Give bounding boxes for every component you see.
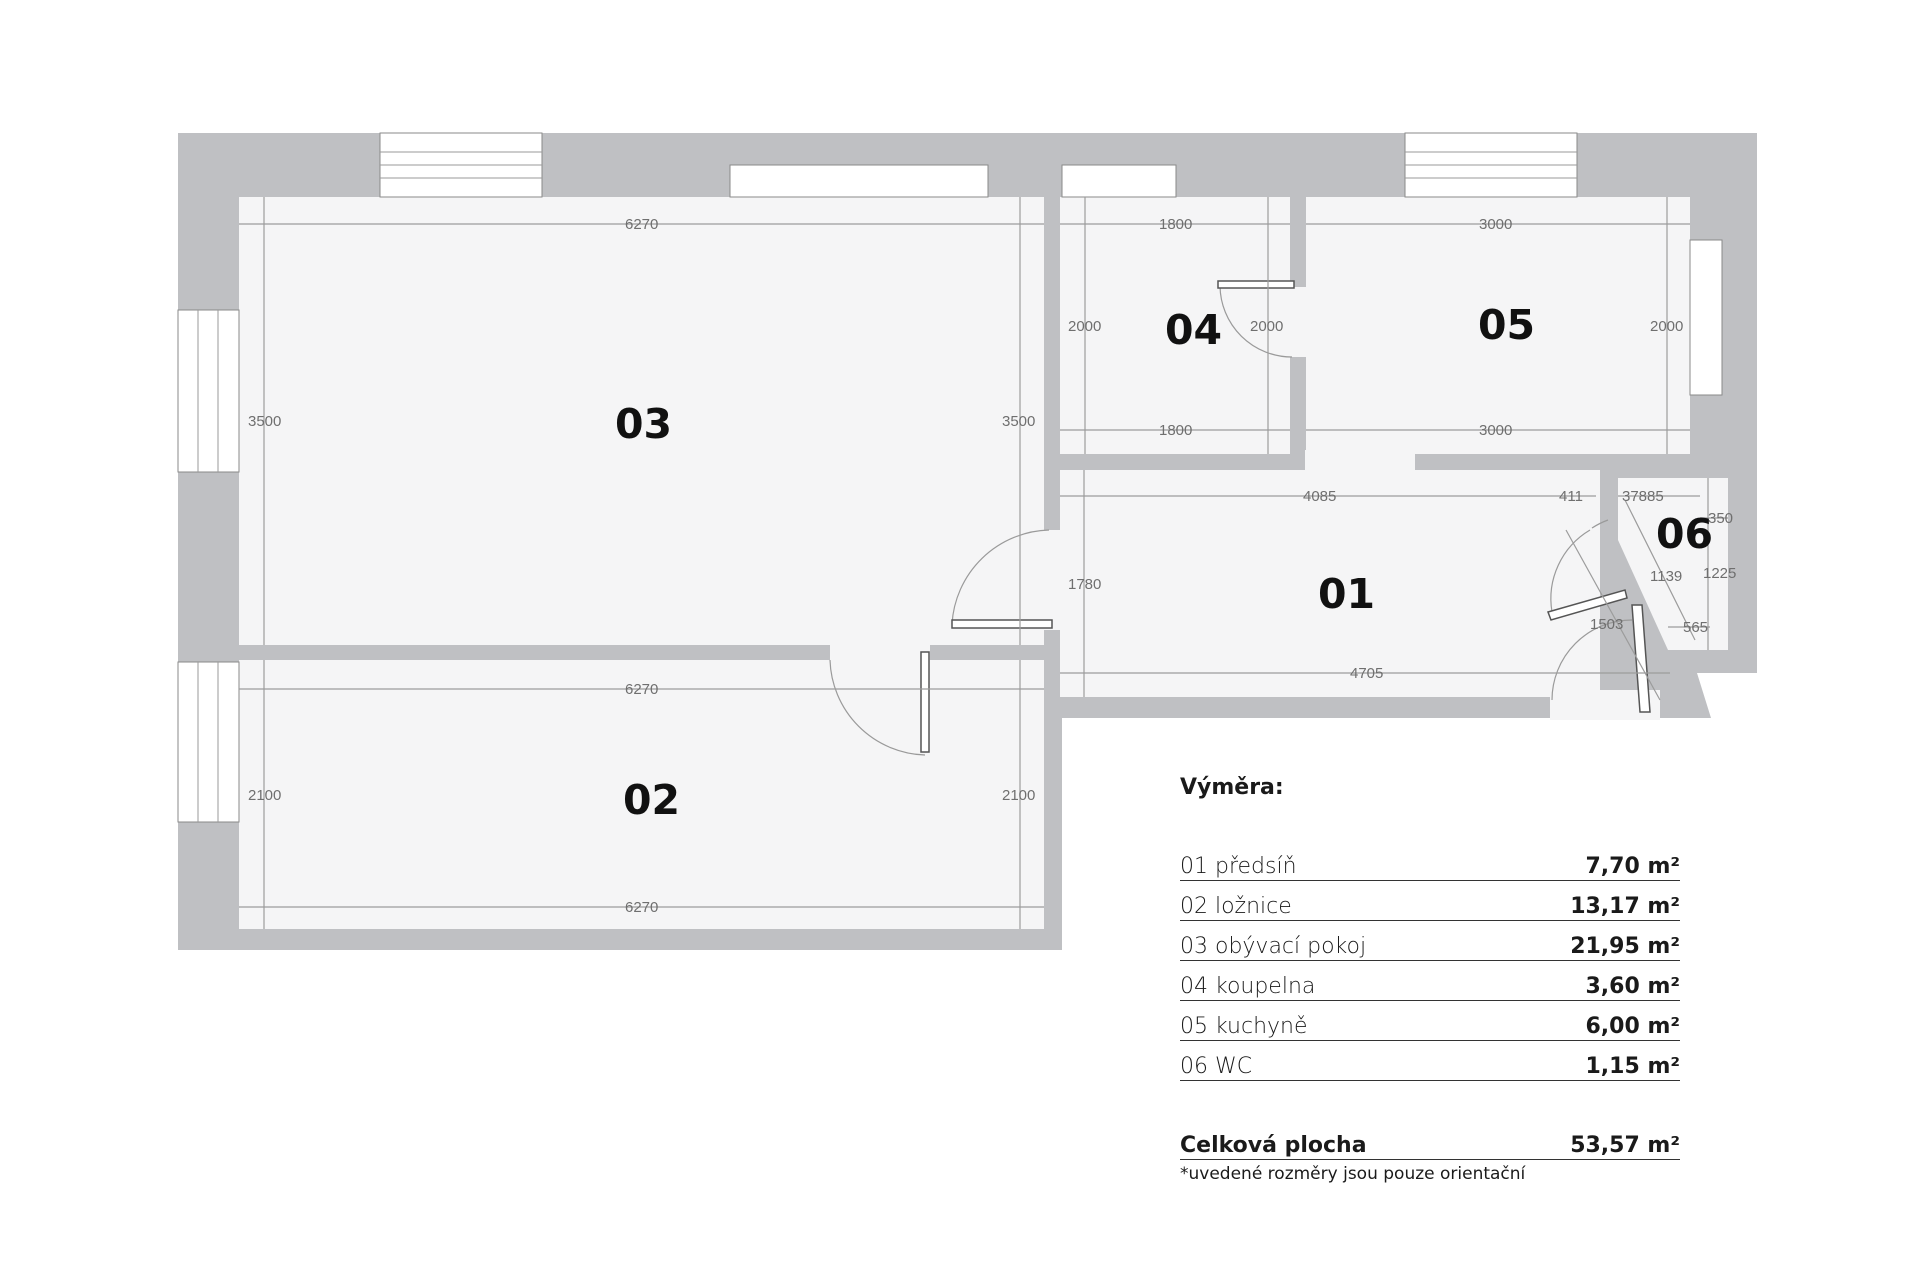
dim-r04-bottom: 1800 (1159, 422, 1192, 439)
dim-r05-bottom: 3000 (1479, 422, 1512, 439)
area-row-value: 1,15 m² (1585, 1054, 1681, 1079)
door-opening-05 (1305, 450, 1415, 474)
door-entry (1631, 604, 1651, 713)
door-02 (920, 651, 930, 753)
area-note: *uvedené rozměry jsou pouze orientační (1180, 1164, 1526, 1184)
door-opening-03 (1040, 530, 1064, 630)
area-row-value: 7,70 m² (1585, 854, 1681, 879)
door-opening-02 (830, 640, 930, 664)
room-02-floor (239, 660, 1044, 929)
dim-r04-left: 2000 (1068, 318, 1101, 335)
area-row-value: 13,17 m² (1570, 894, 1680, 919)
door-arc-04 (1219, 285, 1293, 358)
dim-r01-top2: 411 (1559, 488, 1583, 505)
area-row-label: 03 obývací pokoj (1180, 934, 1367, 959)
windows (177, 132, 1723, 823)
dimension-labels: 6270 3500 3500 6270 6270 2100 2100 1800 … (248, 216, 1736, 916)
dim-r04-top: 1800 (1159, 216, 1192, 233)
door-arc-02 (829, 659, 926, 756)
area-row-value: 3,60 m² (1585, 974, 1681, 999)
window-left-1 (177, 309, 240, 473)
window-right (1689, 239, 1723, 396)
room-label-06: 06 (1656, 510, 1713, 558)
room-06-floor (1618, 478, 1728, 650)
dim-r01-top: 4085 (1303, 488, 1336, 505)
dim-r01-left: 1780 (1068, 576, 1101, 593)
area-row-value: 21,95 m² (1570, 934, 1680, 959)
area-row-05: 05 kuchyně 6,00 m² (1180, 1004, 1680, 1041)
dim-r06-side: 1225 (1703, 565, 1736, 582)
dim-r06-diag: 1139 (1650, 568, 1682, 585)
room-05-floor (1306, 197, 1690, 454)
dim-r05-top: 3000 (1479, 216, 1512, 233)
door-06 (1547, 589, 1628, 621)
area-row-label: 04 koupelna (1180, 974, 1316, 999)
area-row-04: 04 koupelna 3,60 m² (1180, 964, 1680, 1001)
window-top-2 (729, 164, 989, 198)
dim-r06-top2: 350 (1708, 510, 1733, 527)
area-table: Výměra: 01 předsíň 7,70 m² 02 ložnice 13… (1180, 775, 1680, 1184)
room-floors (239, 197, 1728, 929)
doors (829, 280, 1651, 756)
area-row-02: 02 ložnice 13,17 m² (1180, 884, 1680, 921)
area-row-label: 01 předsíň (1180, 854, 1297, 879)
area-row-label: 02 ložnice (1180, 894, 1292, 919)
dim-r04-right: 2000 (1250, 318, 1283, 335)
dim-r05-right: 2000 (1650, 318, 1683, 335)
area-row-06: 06 WC 1,15 m² (1180, 1044, 1680, 1081)
door-03 (951, 619, 1053, 629)
dim-r02-bottom: 6270 (625, 899, 658, 916)
door-arc-03 (951, 529, 1050, 625)
area-row-03: 03 obývací pokoj 21,95 m² (1180, 924, 1680, 961)
dim-r06-top: 37885 (1622, 488, 1664, 505)
area-total-value: 53,57 m² (1570, 1133, 1680, 1158)
area-row-label: 06 WC (1180, 1054, 1253, 1079)
door-opening-04 (1286, 287, 1310, 357)
dim-r02-left: 2100 (248, 787, 281, 804)
room-01-floor (1060, 470, 1600, 697)
room-label-03: 03 (615, 400, 672, 448)
window-left-2 (177, 661, 240, 823)
room-label-01: 01 (1318, 570, 1375, 618)
area-row-label: 05 kuchyně (1180, 1014, 1308, 1039)
room-label-05: 05 (1478, 301, 1535, 349)
dim-r03-right: 3500 (1002, 413, 1035, 430)
area-row-value: 6,00 m² (1585, 1014, 1681, 1039)
door-arc-06b (1550, 529, 1591, 613)
dim-r02-top: 6270 (625, 681, 658, 698)
door-arc-06 (1591, 519, 1609, 529)
room-labels: 03 02 04 05 01 06 (615, 301, 1713, 824)
dim-r03-left: 3500 (248, 413, 281, 430)
room-04-floor (1060, 197, 1290, 454)
door-04 (1217, 280, 1295, 289)
area-table-title: Výměra: (1180, 775, 1284, 800)
area-total-label: Celková plocha (1180, 1133, 1367, 1158)
area-row-01: 01 předsíň 7,70 m² (1180, 844, 1680, 881)
area-total-row: Celková plocha 53,57 m² (1180, 1123, 1680, 1160)
room-03-floor (239, 197, 1044, 645)
window-top-3 (1061, 164, 1177, 198)
room-label-04: 04 (1165, 306, 1222, 354)
dim-r03-top: 6270 (625, 216, 658, 233)
dimension-lines (239, 197, 1728, 929)
room-label-02: 02 (623, 776, 680, 824)
dim-r06-bottom: 565 (1683, 619, 1708, 636)
dim-r02-right: 2100 (1002, 787, 1035, 804)
dim-r01-bottom: 4705 (1350, 665, 1383, 682)
dim-r01-diag: 1503 (1590, 616, 1623, 633)
